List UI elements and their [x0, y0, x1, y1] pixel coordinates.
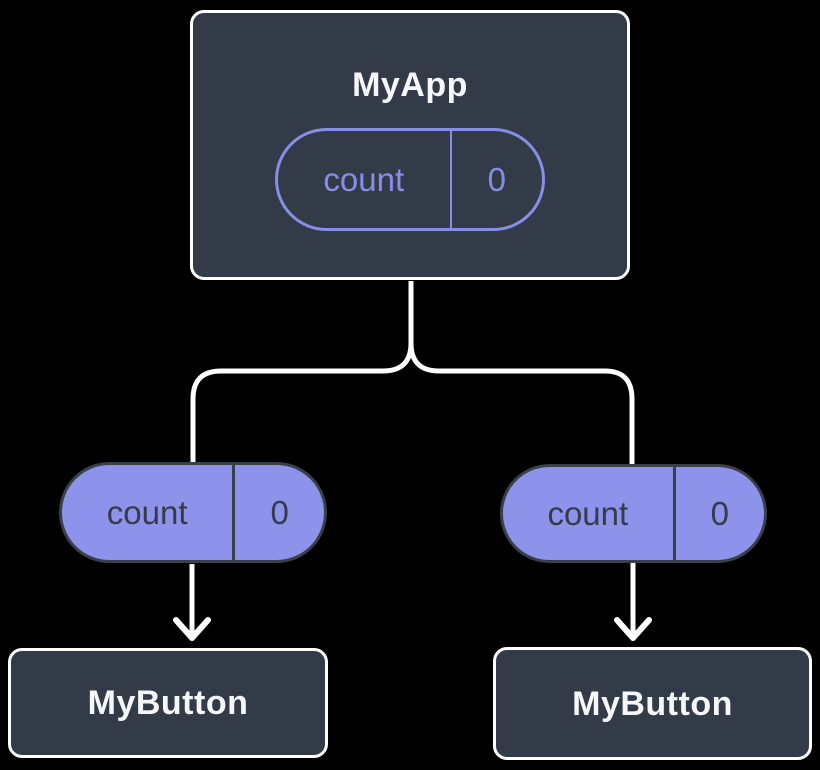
state-name: count	[278, 131, 452, 228]
right-arrow-down-icon	[614, 617, 652, 641]
right-child-component-node: MyButton	[493, 647, 812, 760]
state-pill: count 0	[275, 128, 545, 231]
left-child-component-label: MyButton	[87, 684, 249, 722]
left-child-component-node: MyButton	[8, 648, 328, 758]
root-to-right-child-connector	[408, 281, 635, 466]
left-prop-value: 0	[270, 493, 289, 531]
left-prop-pill: count 0	[59, 462, 327, 563]
right-child-component-label: MyButton	[572, 684, 733, 723]
state-value: 0	[487, 160, 506, 198]
root-to-left-child-connector	[190, 281, 414, 464]
right-prop-value: 0	[710, 494, 729, 532]
right-prop-pill: count 0	[500, 464, 767, 563]
right-prop-name: count	[503, 467, 676, 560]
left-arrow-down-icon	[173, 617, 211, 641]
root-component-label: MyApp	[352, 66, 468, 104]
left-prop-name: count	[62, 465, 236, 560]
root-component-node: MyApp count 0	[190, 10, 630, 280]
